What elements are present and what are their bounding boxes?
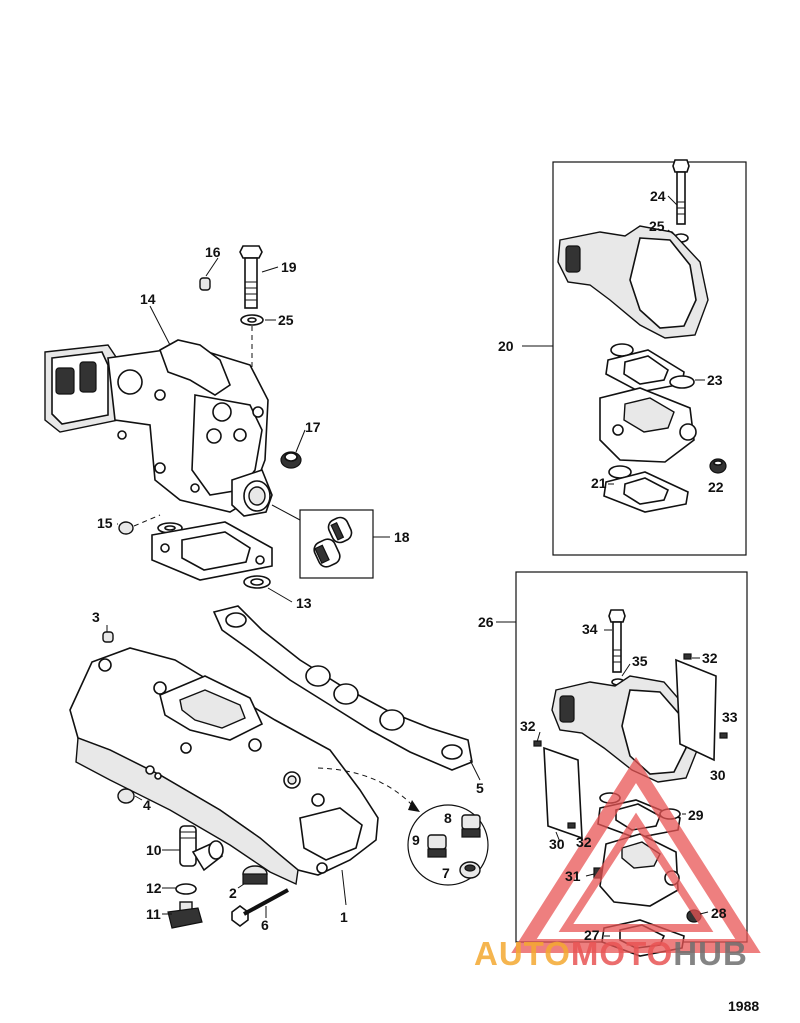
inset-circle-plugs [407, 804, 489, 886]
callout-32-left: 32 [520, 718, 536, 734]
cap-2 [242, 865, 268, 885]
callout-25-upper: 25 [649, 218, 665, 234]
callout-32-mid: 32 [576, 834, 592, 850]
callout-8: 8 [444, 810, 452, 826]
plug-7 [459, 861, 481, 879]
plug-3 [102, 631, 114, 643]
plug-8 [461, 814, 481, 838]
nut-22 [709, 458, 727, 474]
callout-18: 18 [394, 529, 410, 545]
callout-32-top: 32 [702, 650, 718, 666]
callout-12: 12 [146, 880, 162, 896]
screw-32-top [683, 653, 692, 660]
watermark-moto: MOTO [570, 935, 674, 972]
callout-9: 9 [412, 832, 420, 848]
callout-6: 6 [261, 917, 269, 933]
callout-5: 5 [476, 780, 484, 796]
bolt-24 [672, 159, 690, 225]
callout-35: 35 [632, 653, 648, 669]
callout-21: 21 [591, 475, 607, 491]
callout-23: 23 [707, 372, 723, 388]
riser-assembly-lower [551, 675, 699, 783]
callout-11: 11 [146, 906, 161, 922]
callout-13: 13 [296, 595, 312, 611]
plug-4 [117, 788, 135, 804]
callout-1: 1 [340, 909, 348, 925]
spacer-block-upper [599, 387, 697, 463]
arrow-head [408, 800, 420, 812]
callout-4: 4 [143, 797, 151, 813]
watermark-auto: AUTO [474, 935, 571, 972]
callout-19: 19 [281, 259, 297, 275]
fitting-10 [179, 825, 224, 872]
callout-31: 31 [565, 868, 581, 884]
heat-shield-30-left [543, 746, 583, 840]
callout-27: 27 [584, 927, 600, 943]
callout-34: 34 [582, 621, 598, 637]
riser-assembly-20 [557, 225, 709, 339]
heat-shield-30-right [675, 658, 717, 762]
drain-plug-11 [167, 901, 203, 929]
bolt-19 [239, 245, 263, 309]
exhaust-manifold-1 [69, 647, 379, 886]
fittings-18 [313, 516, 353, 568]
callout-7: 7 [442, 865, 450, 881]
plug-9 [427, 834, 447, 858]
inset-box-upper [552, 161, 747, 556]
gasket-21 [603, 465, 689, 513]
callout-22: 22 [708, 479, 724, 495]
screw-32-mid [567, 822, 576, 829]
screw-33 [719, 732, 728, 739]
callout-25: 25 [278, 312, 294, 328]
callout-26: 26 [478, 614, 494, 630]
callout-2: 2 [229, 885, 237, 901]
watermark-triangle [511, 756, 761, 953]
gasket-13 [151, 521, 273, 589]
manifold-gasket-5 [212, 605, 473, 771]
bolt-6 [231, 888, 289, 927]
callout-14: 14 [140, 291, 156, 307]
callout-16: 16 [205, 244, 221, 260]
callout-labels: 1 2 3 4 5 6 7 8 9 10 11 12 13 14 15 16 1… [92, 188, 738, 943]
nut-17 [280, 451, 302, 469]
callout-30-left: 30 [549, 836, 565, 852]
o-ring-12 [175, 883, 197, 895]
callout-30-right: 30 [710, 767, 726, 783]
gasket-23 [605, 343, 695, 393]
callout-3: 3 [92, 609, 100, 625]
watermark-hub: HUB [673, 935, 748, 972]
plug-15 [118, 521, 134, 535]
inset-box-fittings [299, 509, 374, 579]
callout-33: 33 [722, 709, 738, 725]
callout-29: 29 [688, 807, 704, 823]
callout-15: 15 [97, 515, 113, 531]
callout-24: 24 [650, 188, 666, 204]
callout-17: 17 [305, 419, 321, 435]
callout-20: 20 [498, 338, 514, 354]
set-screw-16 [199, 277, 211, 291]
callout-10: 10 [146, 842, 162, 858]
figure-number: 1988 [728, 998, 760, 1014]
riser-assembly-14 [44, 339, 273, 517]
watermark-text: AUTOMOTOHUB [474, 935, 748, 973]
callout-28: 28 [711, 905, 727, 921]
bolt-34 [608, 609, 626, 673]
